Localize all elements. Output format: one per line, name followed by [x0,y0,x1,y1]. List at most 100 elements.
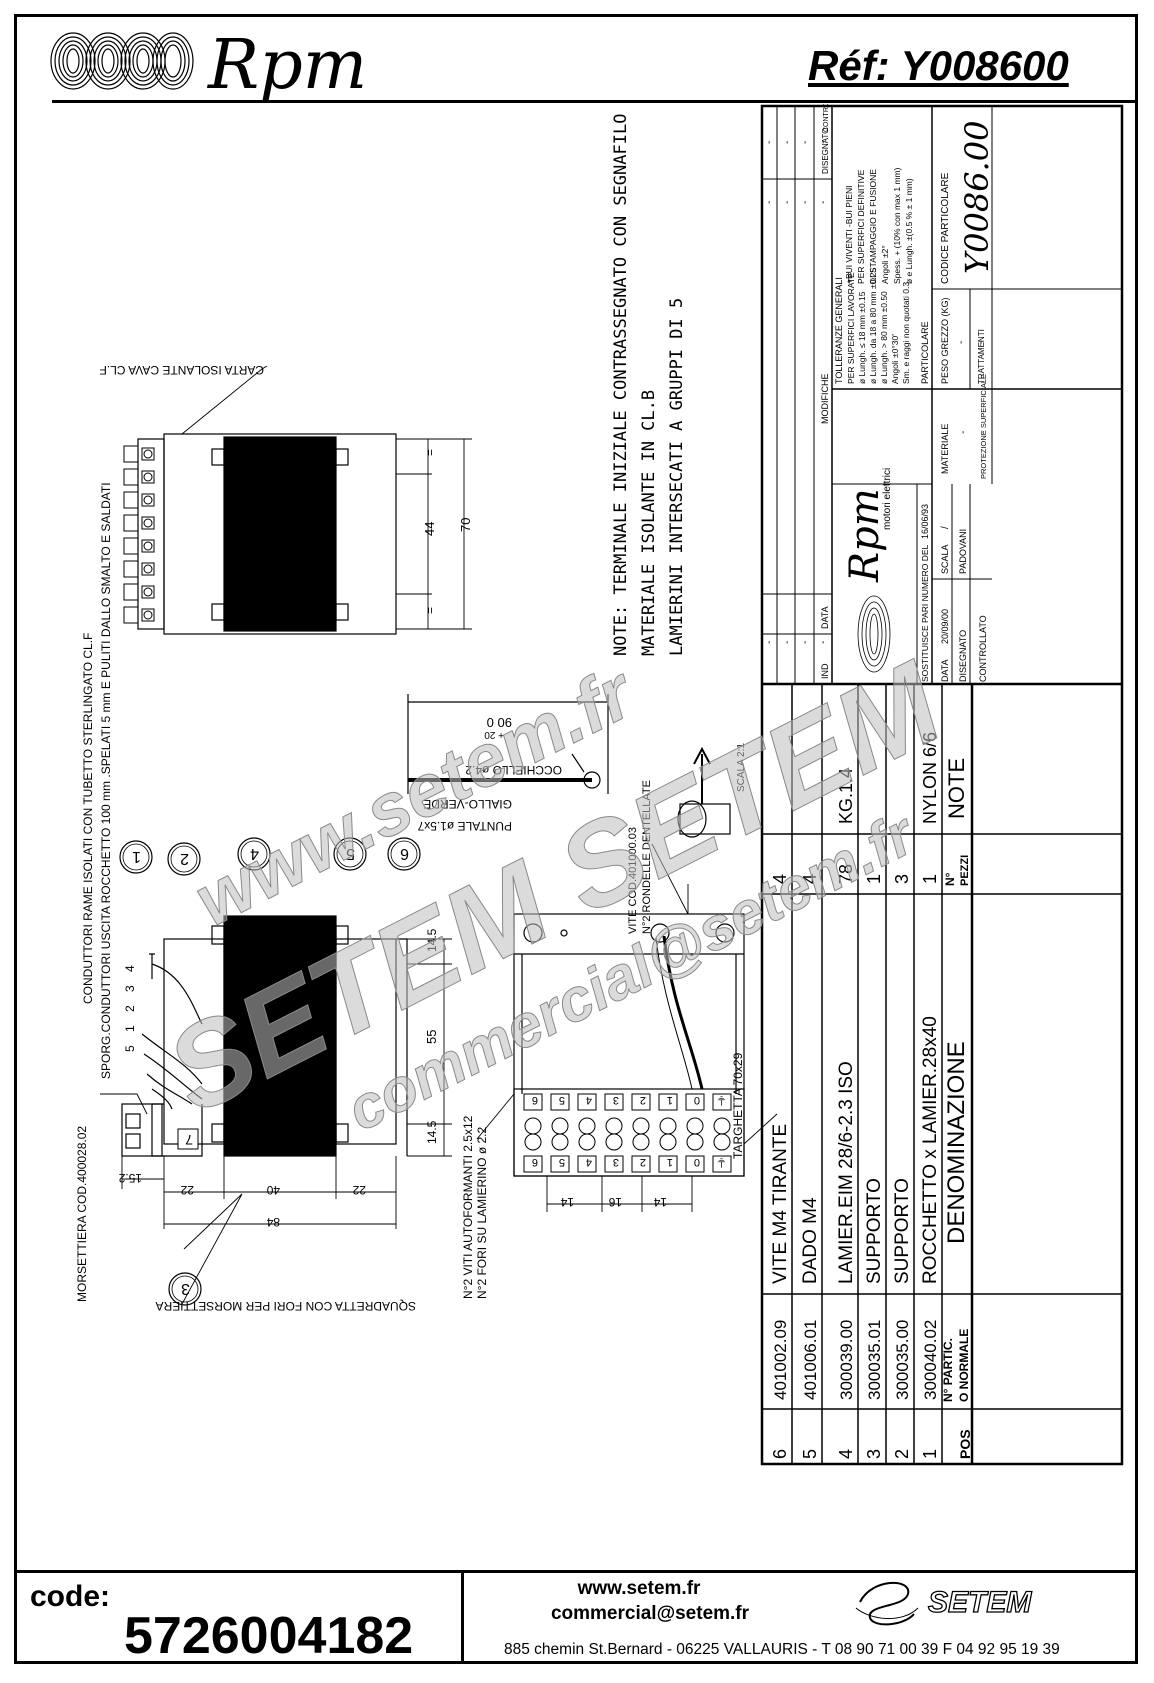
tb-tolerance-line: Sm. e raggi non quotati 0.3 [901,282,911,384]
terminal-cell-bottom [712,1155,732,1173]
dim-40: 40 [266,1183,280,1197]
bom-note: NYLON 6/6 [920,732,940,824]
terminal-cell-bottom [523,1155,543,1173]
terminal-label-top: 4 [586,1094,592,1106]
terminal-label-top: 0 [694,1094,700,1106]
bom-part-number: 401006.01 [801,1320,820,1400]
terminal-screw [713,1133,731,1151]
annotation-giallo-verde: GIALLO-VERDE [423,797,512,811]
terminal-label-bottom: 4 [586,1156,592,1168]
tb-modifiche: MODIFICHE [820,374,830,425]
terminal-label-top: 5 [559,1094,565,1106]
tb-tolerance-line: Angoli ±0°30' [890,334,900,384]
code-box [14,1570,464,1664]
balloon-number: 2 [180,850,189,867]
terminal-tab [123,514,139,532]
terminal-label-bottom: 1 [667,1156,673,1168]
bom-part-number: 300035.01 [865,1320,884,1400]
tb-dash: - [764,201,775,204]
tb-dash: - [818,141,829,144]
balloon-circle-inner [171,1275,199,1303]
terminal-cell-top [712,1093,732,1111]
terminal-block-dims [476,843,778,1212]
dimension-lead-length: 90 0 [487,715,512,730]
bom-header-description: DENOMINAZIONE [943,1041,970,1244]
tb-code-label: CODICE PARTICOLARE [940,172,951,284]
balloon-circle [237,837,271,871]
coil-lead-number: 5 [123,1045,137,1052]
note-line: LAMIERINI INTERSECATI A GRUPPI DI 5 [667,298,687,656]
terminal-tab [123,468,139,486]
balloon-circle [168,1272,202,1306]
bom-part-number: 300035.00 [893,1320,912,1400]
terminal-screw [524,1117,542,1135]
tb-dash: - [764,641,775,644]
terminal-cell-bottom [658,1155,678,1173]
bom-description: SUPPORTO [892,1178,913,1284]
terminal-block-view [513,913,745,1177]
bom-quantity: 78 [836,864,856,884]
ground-lead [407,694,731,838]
terminal-cell-top [658,1093,678,1111]
bom-part-number: 300040.02 [921,1320,940,1400]
tb-tolerances-title: TOLLERANZE GENERALI [834,277,844,384]
tb-data: DATA [820,606,830,629]
bom-description: DADO M4 [800,1197,821,1284]
tb-treatment-value: - [976,341,987,344]
balloon-circle [387,837,421,871]
annotation-squadretta: SQUADRETTA CON FORI PER MORSETTIERA [156,1299,416,1313]
tb-tolerance-line-r: ø e Lungh. ±(0.5 % ± 1 mm) [904,178,914,284]
footer-email-link[interactable]: commercial@setem.fr [550,1603,750,1624]
terminal-screw [551,1133,569,1151]
terminal-tab [123,560,139,578]
terminal-tab [123,445,139,463]
terminal-screw [141,493,155,507]
terminal-cell-bottom [685,1155,705,1173]
bom-part-number: 300039.00 [837,1320,856,1400]
tb-tolerance-line-r: Angoli ±2° [880,245,890,284]
terminal-cell-bottom [577,1155,597,1173]
coil-lead-number: 1 [123,1025,137,1032]
terminal-screw [605,1117,623,1135]
dim-84: 84 [266,1215,280,1229]
terminal-label-top: 3 [613,1094,619,1106]
bom-pos: 1 [920,1449,940,1459]
footer-website-link[interactable]: www.setem.fr [577,1578,701,1599]
terminal-cell-top [631,1093,651,1111]
titleblock-coil-logo [857,595,891,673]
dim-14-a: 14 [560,1195,574,1209]
bom-description: SUPPORTO [864,1178,885,1284]
annotation-rondelle: N°2 RONDELLE DENTELLATE [641,780,653,934]
terminal-screw [713,1117,731,1135]
code-label: code: [30,1580,111,1613]
bom-pos: 5 [800,1449,820,1459]
balloon-circle-inner [240,840,268,868]
footer-rule [14,1570,1138,1573]
tb-dash: - [800,141,811,144]
bom-part-number: 401002.09 [771,1320,790,1400]
dim-70: 70 [458,518,473,532]
terminal-cell-bottom [550,1155,570,1173]
balloon-number: 6 [400,845,409,862]
balloon-number: 4 [250,845,259,862]
brand-name: Rpm [208,26,368,105]
coil-lead-number: 2 [123,1005,137,1012]
tb-weight-value: - [956,341,967,344]
terminal-screw-head [143,564,153,574]
terminal-cell-top [577,1093,597,1111]
annotation-vite-cod: VITE COD.401000.03 [627,827,639,934]
balloon-frame [177,1128,199,1150]
dim-22-b: 22 [352,1183,366,1197]
tb-protection-label: PROTEZIONE SUPERFICIALE [979,374,988,479]
terminal-screw [686,1133,704,1151]
reference-number: Réf: Y008600 [808,42,1069,89]
terminal-screw [141,539,155,553]
terminal-screw [141,585,155,599]
terminal-label-top: ⏚ [716,1094,727,1107]
tb-particolare: PARTICOLARE [920,321,930,384]
coil-lead-number: 4 [123,965,137,972]
dim-15-2: 15.2 [118,1171,142,1185]
terminal-screw [141,470,155,484]
tb-code-value: Y0086.00 [958,121,996,274]
annotation-viti: N°2 VITI AUTOFORMANTI 2.5x12 [461,1115,475,1299]
